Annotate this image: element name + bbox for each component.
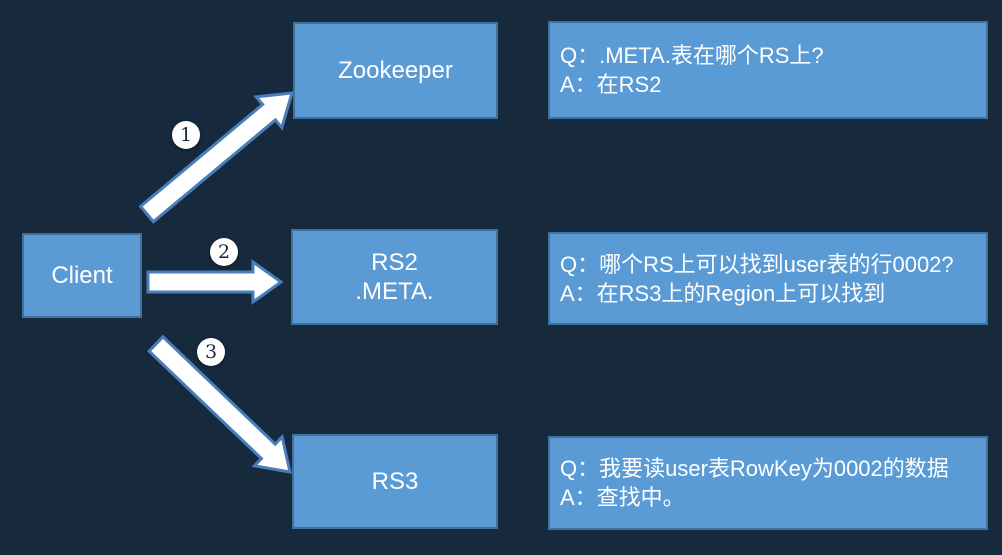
- node-zookeeper-label: Zookeeper: [338, 57, 453, 84]
- qa-box-rs2-answer: A：在RS3上的Region上可以找到: [560, 280, 886, 306]
- arrow-2-client-to-rs2: [146, 259, 284, 305]
- qa-box-zookeeper: Q：.META.表在哪个RS上? A：在RS2: [548, 21, 988, 119]
- qa-box-rs2-question: Q：哪个RS上可以找到user表的行0002?: [560, 251, 954, 277]
- node-client-label: Client: [51, 262, 113, 289]
- node-rs3-label: RS3: [371, 468, 419, 495]
- qa-box-zookeeper-question: Q：.META.表在哪个RS上?: [560, 43, 824, 68]
- node-client: Client: [22, 233, 142, 318]
- arrow-3-step-badge: 3: [197, 338, 225, 366]
- node-rs2: RS2 .META.: [291, 229, 498, 325]
- qa-box-rs3-answer: A：查找中。: [560, 485, 685, 510]
- qa-box-rs3: Q：我要读user表RowKey为0002的数据 A：查找中。: [548, 436, 988, 530]
- qa-box-rs2: Q：哪个RS上可以找到user表的行0002? A：在RS3上的Region上可…: [548, 232, 988, 325]
- node-rs2-label-line2: .META.: [355, 278, 434, 305]
- arrow-1-step-badge: 1: [172, 121, 200, 149]
- node-rs3: RS3: [292, 434, 498, 529]
- arrow-1-client-to-zookeeper: [138, 91, 295, 224]
- arrow-2-step-badge: 2: [210, 238, 238, 266]
- qa-box-zookeeper-answer: A：在RS2: [560, 72, 662, 97]
- qa-box-rs3-question: Q：我要读user表RowKey为0002的数据: [560, 456, 949, 481]
- node-rs2-label-line1: RS2: [371, 249, 418, 276]
- node-zookeeper: Zookeeper: [293, 22, 498, 119]
